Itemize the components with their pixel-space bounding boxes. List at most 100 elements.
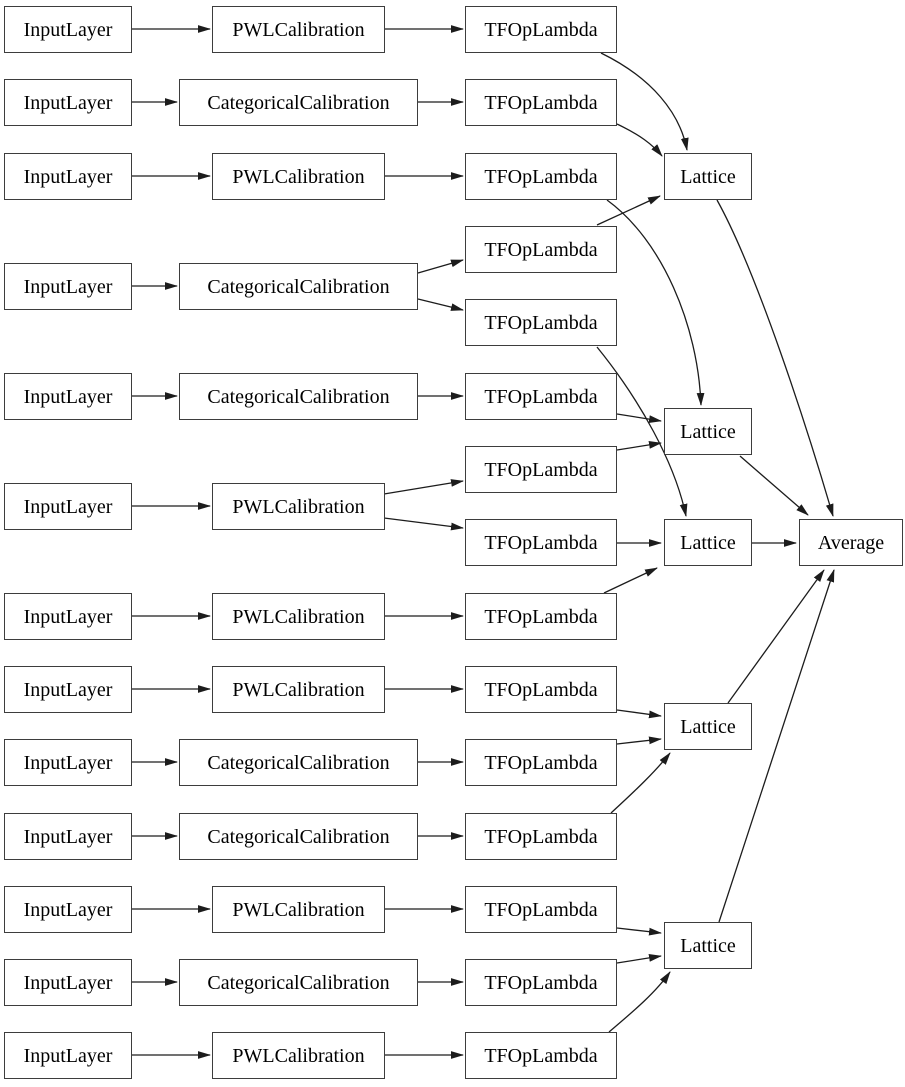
tfop-lambda-label: TFOpLambda (484, 825, 598, 848)
pwl-calibration-label: PWLCalibration (232, 18, 365, 41)
edge-tfop-15-to-lattice-5 (608, 971, 671, 1033)
calib-1-node: PWLCalibration (212, 6, 385, 53)
categorical-calibration-label: CategoricalCalibration (207, 971, 390, 994)
calib-8-node: PWLCalibration (212, 666, 385, 713)
categorical-calibration-label: CategoricalCalibration (207, 751, 390, 774)
pwl-calibration-label: PWLCalibration (232, 165, 365, 188)
edge-tfop-3-to-lattice-2 (606, 199, 705, 406)
tfop-9-node: TFOpLambda (465, 593, 617, 640)
edge-tfop-14-to-lattice-5 (616, 954, 662, 964)
edge-lattice-5-to-average (718, 569, 835, 923)
pwl-calibration-label: PWLCalibration (232, 495, 365, 518)
edge-calib-6-to-tfop-8 (383, 517, 464, 531)
tfop-lambda-label: TFOpLambda (484, 458, 598, 481)
input-layer-label: InputLayer (23, 18, 113, 41)
edge-tfop-2-to-lattice-1 (616, 123, 663, 157)
input-layer-label: InputLayer (23, 751, 113, 774)
input-1-node: InputLayer (4, 6, 132, 53)
tfop-lambda-label: TFOpLambda (484, 18, 598, 41)
calib-4-node: CategoricalCalibration (179, 263, 418, 310)
input-12-node: InputLayer (4, 959, 132, 1006)
tfop-14-node: TFOpLambda (465, 959, 617, 1006)
pwl-calibration-label: PWLCalibration (232, 678, 365, 701)
pwl-calibration-label: PWLCalibration (232, 1044, 365, 1067)
input-layer-label: InputLayer (23, 898, 113, 921)
categorical-calibration-label: CategoricalCalibration (207, 91, 390, 114)
tfop-lambda-label: TFOpLambda (484, 898, 598, 921)
tfop-3-node: TFOpLambda (465, 153, 617, 200)
categorical-calibration-label: CategoricalCalibration (207, 275, 390, 298)
edge-calib-6-to-tfop-7 (383, 479, 464, 495)
input-4-node: InputLayer (4, 263, 132, 310)
tfop-lambda-label: TFOpLambda (484, 531, 598, 554)
edge-lattice-1-to-average (716, 199, 834, 517)
tfop-11-node: TFOpLambda (465, 739, 617, 786)
edge-tfop-10-to-lattice-4 (616, 709, 662, 719)
tfop-10-node: TFOpLambda (465, 666, 617, 713)
lattice-label: Lattice (680, 165, 736, 188)
input-layer-label: InputLayer (23, 275, 113, 298)
edge-calib-4-to-tfop-5 (417, 298, 464, 311)
tfop-8-node: TFOpLambda (465, 519, 617, 566)
edge-calib-4-to-tfop-4 (417, 259, 464, 274)
input-2-node: InputLayer (4, 79, 132, 126)
lattice-2-node: Lattice (664, 408, 752, 455)
input-6-node: InputLayer (4, 483, 132, 530)
edge-tfop-11-to-lattice-4 (616, 736, 662, 745)
edge-tfop-7-to-lattice-2 (616, 441, 662, 451)
input-layer-label: InputLayer (23, 825, 113, 848)
input-5-node: InputLayer (4, 373, 132, 420)
edge-tfop-9-to-lattice-3 (603, 567, 658, 594)
tfop-lambda-label: TFOpLambda (484, 1044, 598, 1067)
tfop-lambda-label: TFOpLambda (484, 751, 598, 774)
tfop-lambda-label: TFOpLambda (484, 971, 598, 994)
input-3-node: InputLayer (4, 153, 132, 200)
lattice-label: Lattice (680, 934, 736, 957)
edge-tfop-12-to-lattice-4 (610, 752, 671, 814)
lattice-5-node: Lattice (664, 922, 752, 969)
categorical-calibration-label: CategoricalCalibration (207, 825, 390, 848)
pwl-calibration-label: PWLCalibration (232, 605, 365, 628)
calib-3-node: PWLCalibration (212, 153, 385, 200)
input-layer-label: InputLayer (23, 91, 113, 114)
edge-tfop-13-to-lattice-5 (616, 927, 662, 936)
input-layer-label: InputLayer (23, 605, 113, 628)
tfop-lambda-label: TFOpLambda (484, 385, 598, 408)
categorical-calibration-label: CategoricalCalibration (207, 385, 390, 408)
lattice-label: Lattice (680, 531, 736, 554)
average-label: Average (817, 531, 885, 554)
calib-10-node: CategoricalCalibration (179, 813, 418, 860)
tfop-lambda-label: TFOpLambda (484, 238, 598, 261)
edge-lattice-4-to-average (727, 569, 825, 704)
tfop-5-node: TFOpLambda (465, 299, 617, 346)
input-7-node: InputLayer (4, 593, 132, 640)
lattice-3-node: Lattice (664, 519, 752, 566)
input-9-node: InputLayer (4, 739, 132, 786)
tfop-lambda-label: TFOpLambda (484, 678, 598, 701)
edge-tfop-6-to-lattice-2 (616, 413, 662, 423)
tfop-lambda-label: TFOpLambda (484, 165, 598, 188)
tfop-1-node: TFOpLambda (465, 6, 617, 53)
input-11-node: InputLayer (4, 886, 132, 933)
input-layer-label: InputLayer (23, 678, 113, 701)
lattice-label: Lattice (680, 715, 736, 738)
lattice-label: Lattice (680, 420, 736, 443)
input-layer-label: InputLayer (23, 385, 113, 408)
edge-lattice-2-to-average (739, 455, 809, 516)
calib-2-node: CategoricalCalibration (179, 79, 418, 126)
tfop-6-node: TFOpLambda (465, 373, 617, 420)
tfop-lambda-label: TFOpLambda (484, 605, 598, 628)
input-layer-label: InputLayer (23, 971, 113, 994)
tfop-4-node: TFOpLambda (465, 226, 617, 273)
edge-tfop-1-to-lattice-1 (600, 52, 689, 151)
input-8-node: InputLayer (4, 666, 132, 713)
average-node: Average (799, 519, 903, 566)
calib-6-node: PWLCalibration (212, 483, 385, 530)
calib-9-node: CategoricalCalibration (179, 739, 418, 786)
tfop-12-node: TFOpLambda (465, 813, 617, 860)
calib-11-node: PWLCalibration (212, 886, 385, 933)
calib-12-node: CategoricalCalibration (179, 959, 418, 1006)
pwl-calibration-label: PWLCalibration (232, 898, 365, 921)
